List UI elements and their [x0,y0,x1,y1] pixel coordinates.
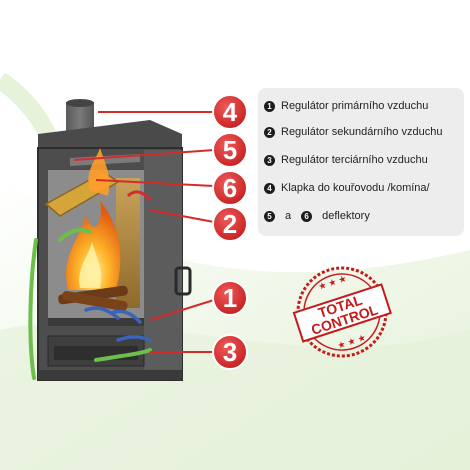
legend-number: 2 [264,126,275,138]
legend-item-5: 5 a 6 deflektory [264,208,370,224]
svg-text:2: 2 [223,209,237,239]
callout-badge-2: 2 [212,206,248,242]
legend-label: Regulátor terciárního vzduchu [281,154,428,166]
legend-number: 6 [301,210,313,222]
stove-cutaway-illustration [28,99,192,381]
legend-item-4: 4 Klapka do kouřovodu /komína/ [264,180,430,196]
airflow-arrow-icon [84,306,152,342]
legend-label: Klapka do kouřovodu /komína/ [281,182,430,194]
callout-badge-1: 1 [212,280,248,316]
svg-text:4: 4 [223,97,238,127]
legend-item-1: 1 Regulátor primárního vzduchu [264,98,428,114]
callout-badge-3: 3 [212,334,248,370]
legend-item-2: 2 Regulátor sekundárního vzduchu [264,124,442,140]
legend-number: 1 [264,100,275,112]
legend-item-3: 3 Regulátor terciárního vzduchu [264,152,428,168]
legend-number: 3 [264,154,275,166]
svg-text:1: 1 [223,283,237,313]
stamp-icon: TOTAL CONTROL ★ ★ ★ ★ ★ ★ [292,266,392,358]
callout-leaders [73,111,215,353]
legend-label: Regulátor primárního vzduchu [281,100,429,112]
callout-badge-4: 4 [212,94,248,130]
svg-text:5: 5 [223,135,237,165]
legend-label: Regulátor sekundárního vzduchu [281,126,443,138]
legend-panel [258,88,464,236]
legend-number: 5 [264,210,275,222]
callout-badge-6: 6 [212,170,248,206]
airflow-arrow-icon [28,228,152,380]
airflow-arrow-icon [126,190,152,201]
callout-badge-5: 5 [212,132,248,168]
legend-conjunction: a [285,210,292,222]
svg-text:6: 6 [223,173,237,203]
legend-number: 4 [264,182,275,194]
svg-text:3: 3 [223,337,237,367]
legend-label: deflektory [322,210,370,222]
